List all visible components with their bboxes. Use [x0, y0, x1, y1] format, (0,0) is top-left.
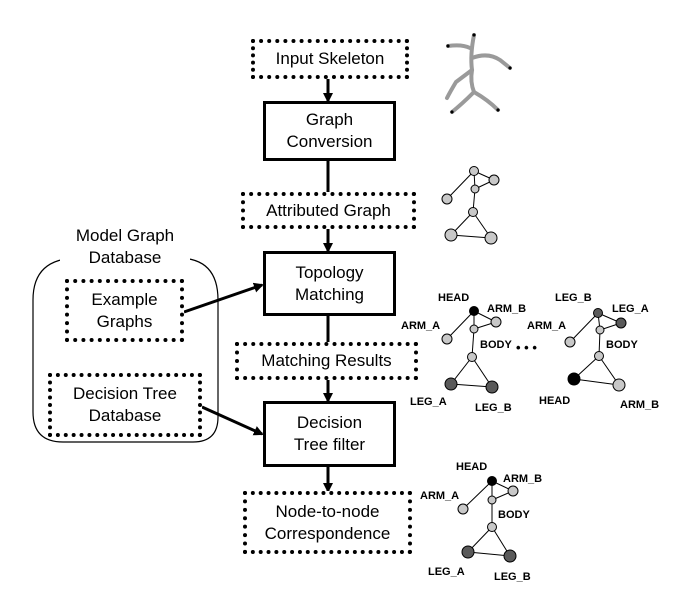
label-body: BODY [606, 339, 638, 351]
label-arm-b: ARM_B [487, 303, 526, 315]
box-label-line: Example [91, 289, 158, 309]
box-label-line: Correspondence [264, 523, 391, 543]
label-leg-b: LEG_B [555, 292, 592, 304]
decision-tree-filter-box: Decision Tree filter [263, 401, 396, 467]
ellipsis: • • • [516, 340, 537, 355]
box-label-line: Node-to-node [275, 501, 380, 521]
box-label-line: Topology [295, 262, 364, 282]
label-head: HEAD [438, 292, 469, 304]
label-leg-a: LEG_A [410, 396, 447, 408]
label-leg-a: LEG_A [612, 303, 649, 315]
result-graph-1 [441, 306, 502, 394]
node-correspondence-box: Node-to-node Correspondence [243, 491, 412, 554]
box-label-line: Graphs [96, 311, 153, 331]
skeleton-icon [445, 33, 512, 114]
database-title-line: Model Graph [75, 226, 175, 245]
correspondence-graph [457, 476, 519, 563]
box-label-line: Decision Tree [73, 384, 177, 403]
database-container [32, 257, 219, 443]
label-arm-b: ARM_B [620, 399, 659, 411]
database-title: Model Graph Database [60, 225, 190, 269]
connector [183, 282, 264, 314]
input-skeleton-label: Input Skeleton [275, 49, 385, 68]
label-head: HEAD [456, 461, 487, 473]
label-body: BODY [498, 509, 530, 521]
box-label-line: Tree filter [293, 435, 366, 454]
box-label-line: Matching [295, 284, 364, 304]
label-leg-a: LEG_A [428, 566, 465, 578]
connector [201, 405, 264, 436]
box-label-line: Database [88, 406, 162, 425]
label-arm-b: ARM_B [503, 473, 542, 485]
result-graph-2 [564, 308, 627, 392]
input-skeleton-box: Input Skeleton [251, 39, 409, 79]
example-graphs-box: Example Graphs [65, 279, 184, 342]
box-label-line: Decision [296, 413, 363, 432]
graph-conversion-box: Graph Conversion [263, 101, 396, 161]
label-body: BODY [480, 339, 512, 351]
label-arm-a: ARM_A [420, 490, 459, 502]
matching-results-label: Matching Results [261, 351, 392, 370]
label-leg-b: LEG_B [494, 571, 531, 583]
database-title-line: Database [88, 248, 162, 267]
label-arm-a: ARM_A [527, 320, 566, 332]
label-leg-b: LEG_B [475, 402, 512, 414]
attributed-graph-label: Attributed Graph [266, 200, 391, 220]
label-head: HEAD [539, 395, 570, 407]
box-label-line: Graph [305, 110, 354, 129]
attributed-graph-box: Attributed Graph [241, 192, 416, 229]
decision-tree-database-box: Decision Tree Database [48, 373, 202, 437]
matching-results-box: Matching Results [235, 342, 418, 380]
label-arm-a: ARM_A [401, 320, 440, 332]
attributed-graph [441, 166, 500, 245]
box-label-line: Conversion [286, 132, 373, 151]
skeleton-joints [446, 33, 512, 114]
topology-matching-box: Topology Matching [263, 251, 396, 316]
